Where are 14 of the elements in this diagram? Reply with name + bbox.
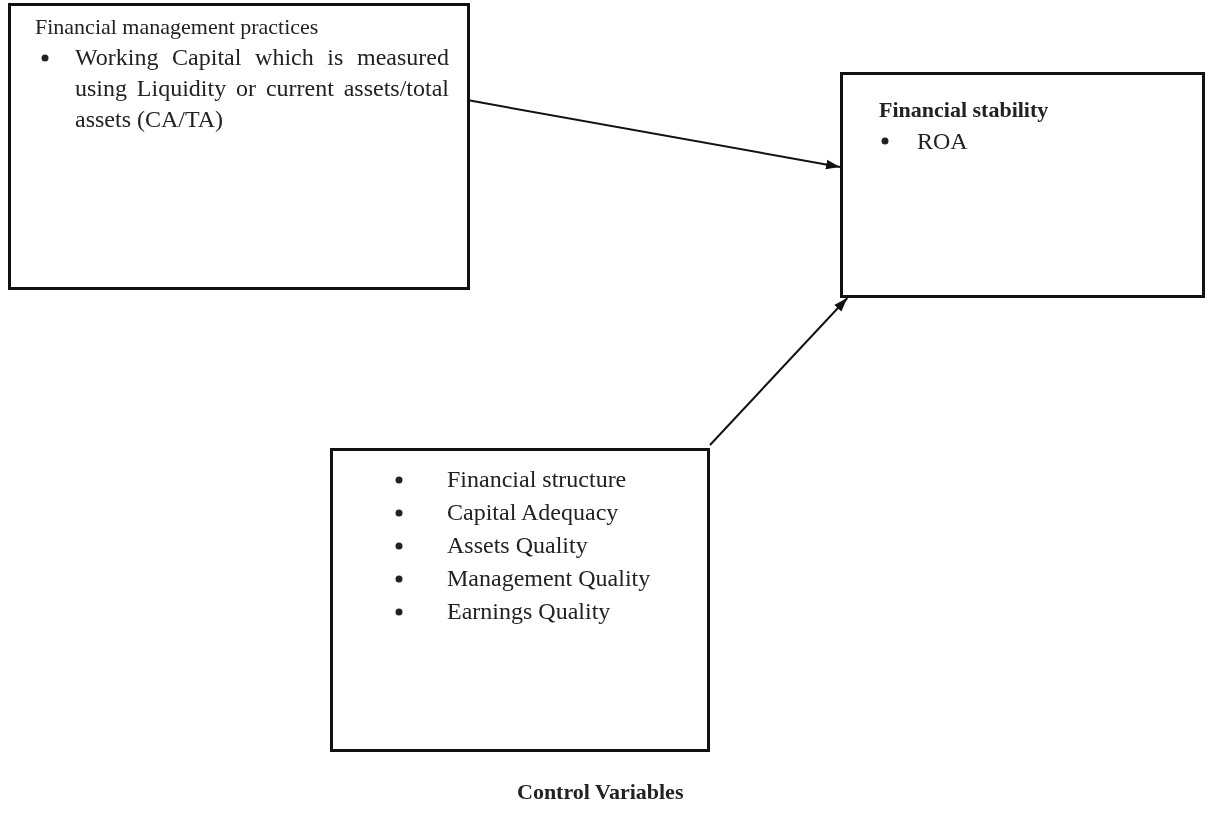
arrow: [469, 99, 841, 170]
box-caption: Control Variables: [517, 779, 684, 805]
bullet-item: Working Capital which is measured using Liquidity or current assets/total assets (CA/TA): [75, 43, 449, 134]
box-heading: Financial stability: [879, 97, 1049, 123]
bullet-item: Assets Quality: [447, 531, 589, 560]
bullet-item: Capital Adequacy: [447, 498, 620, 527]
bullet-item: Management Quality: [447, 564, 652, 593]
box-heading: Financial management practices: [35, 14, 319, 40]
node-box: [840, 72, 1205, 298]
arrow: [709, 297, 849, 446]
bullet-item: Earnings Quality: [447, 597, 612, 626]
node-box: [8, 3, 470, 290]
bullet-item: Financial structure: [447, 465, 628, 494]
bullet-item: ROA: [917, 127, 969, 156]
